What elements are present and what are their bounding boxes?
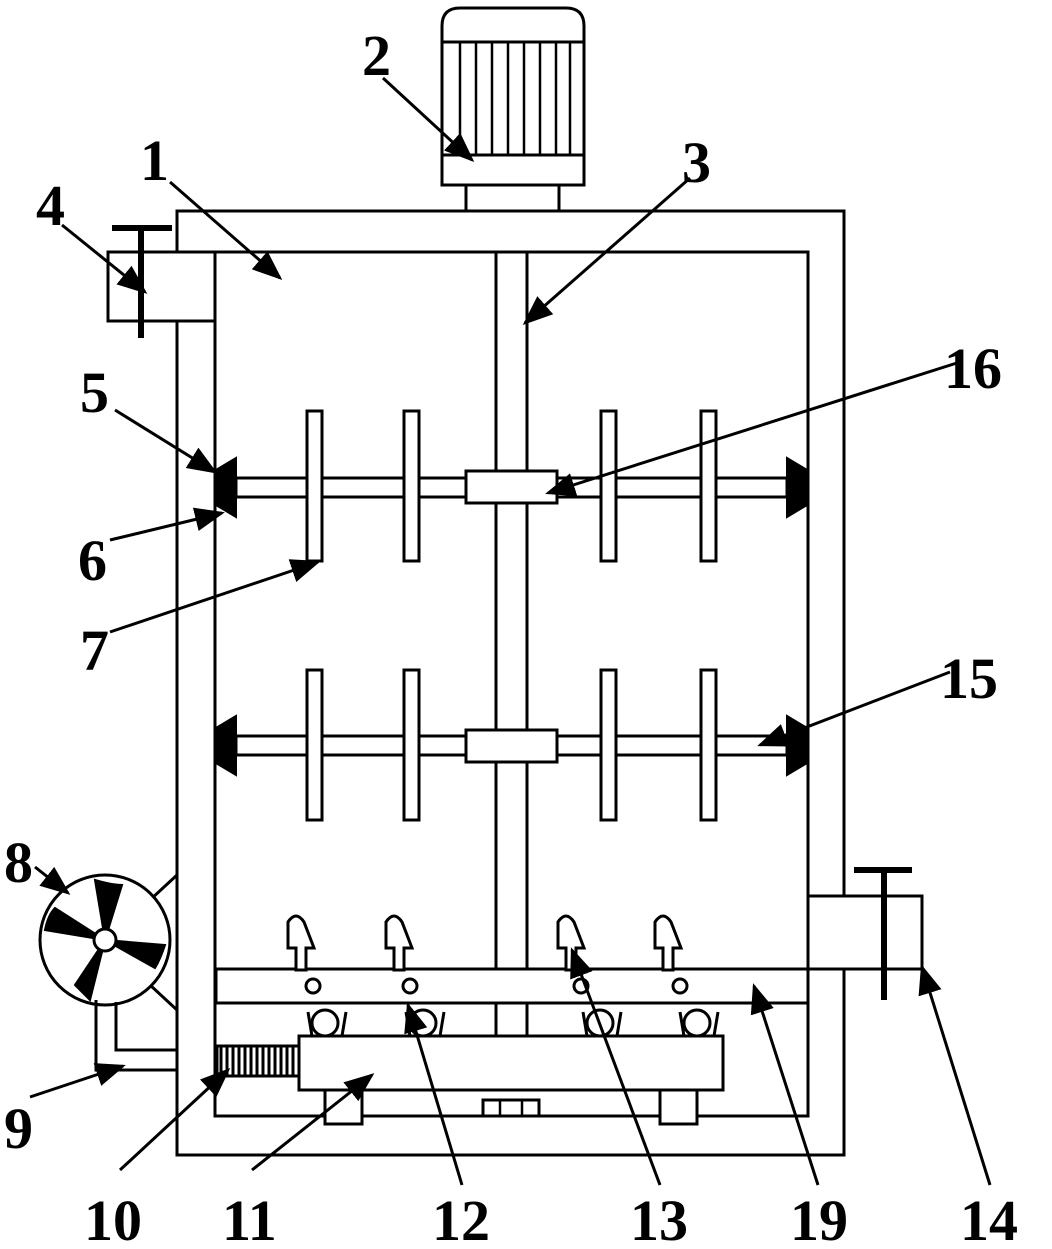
label-11: 11: [222, 1188, 277, 1249]
nozzle: [384, 914, 419, 995]
part-labels: 1 2 3 4 5 6 7 8 9 10 11 12 13 14 15 16 1…: [4, 23, 1018, 1249]
roller: [306, 1008, 348, 1038]
sliding-block: [297, 1034, 725, 1126]
air-pipe: [94, 1000, 177, 1072]
lower-stirring-arm: [215, 668, 808, 822]
motor: [440, 6, 586, 213]
label-13: 13: [630, 1188, 688, 1249]
nozzle: [286, 914, 322, 995]
roller: [678, 1008, 720, 1038]
stirring-shaft: [494, 252, 529, 1036]
label-12: 12: [432, 1188, 490, 1249]
fan: [38, 873, 179, 1012]
label-8: 8: [4, 830, 33, 895]
label-14: 14: [960, 1188, 1018, 1249]
spring: [215, 1044, 301, 1078]
label-5: 5: [80, 360, 109, 425]
label-15: 15: [940, 646, 998, 711]
leader-lines: [29, 76, 992, 1186]
label-19: 19: [790, 1188, 848, 1249]
label-16: 16: [944, 336, 1002, 401]
label-7: 7: [80, 618, 109, 683]
label-4: 4: [36, 173, 65, 238]
upper-stirring-arm: [215, 409, 808, 563]
label-9: 9: [4, 1096, 33, 1161]
label-2: 2: [362, 23, 391, 88]
discharge-outlet: [806, 867, 924, 1000]
label-3: 3: [682, 130, 711, 195]
label-10: 10: [84, 1188, 142, 1249]
tank-body: [175, 209, 846, 1157]
nozzle: [653, 914, 689, 995]
label-6: 6: [78, 528, 107, 593]
feed-inlet: [106, 225, 217, 338]
label-1: 1: [140, 128, 169, 193]
